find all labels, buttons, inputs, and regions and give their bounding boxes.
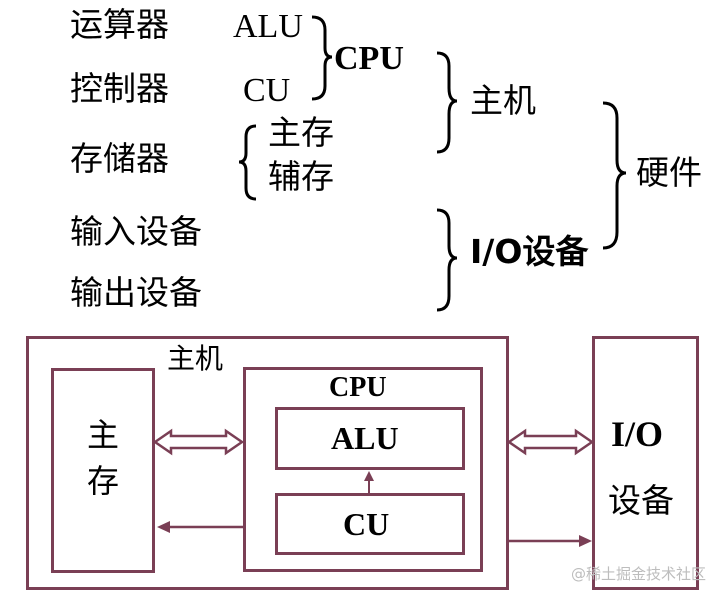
hardware-label: 硬件 xyxy=(636,153,702,192)
cpu-brace xyxy=(311,15,333,101)
io-brace xyxy=(436,208,458,312)
cpu-box-label: CPU xyxy=(329,372,387,403)
alu-box xyxy=(275,407,465,470)
main-memory-box xyxy=(51,368,155,573)
alu-name: 运算器 xyxy=(70,5,169,44)
memory-cpu-double-arrow xyxy=(152,428,245,456)
main-memory-box-line1: 主 xyxy=(87,416,120,454)
io-device-box-line1: I/O xyxy=(611,414,664,454)
main-memory-label: 主存 xyxy=(268,113,334,152)
cu-box-label: CU xyxy=(343,506,390,542)
host-label: 主机 xyxy=(470,81,536,120)
aux-memory-label: 辅存 xyxy=(268,157,334,196)
cpu-to-memory-arrowhead xyxy=(157,521,170,533)
hardware-brace xyxy=(602,101,627,250)
watermark: @稀土掘金技术社区 xyxy=(571,565,707,583)
host-box-label: 主机 xyxy=(167,342,224,375)
cu-to-alu-arrowhead xyxy=(364,471,374,481)
host-to-io-arrowhead xyxy=(579,535,592,547)
host-io-double-arrow xyxy=(506,428,595,456)
alu-abbr: ALU xyxy=(233,8,303,45)
main-memory-box-line2: 存 xyxy=(87,462,120,500)
cu-box xyxy=(275,493,465,555)
cpu-box xyxy=(243,367,483,572)
input-device-label: 输入设备 xyxy=(70,212,202,251)
io-device-label: I/O设备 xyxy=(470,232,589,271)
host-box xyxy=(26,336,509,590)
io-device-box xyxy=(592,336,699,590)
io-device-box-line2: 设备 xyxy=(608,481,674,520)
memory-label: 存储器 xyxy=(70,139,169,178)
memory-brace xyxy=(238,124,257,201)
alu-box-label: ALU xyxy=(331,420,399,456)
output-device-label: 输出设备 xyxy=(70,273,202,312)
cu-name: 控制器 xyxy=(70,69,169,108)
cu-abbr: CU xyxy=(243,72,291,109)
cpu-label: CPU xyxy=(334,40,404,77)
host-brace xyxy=(436,51,458,154)
